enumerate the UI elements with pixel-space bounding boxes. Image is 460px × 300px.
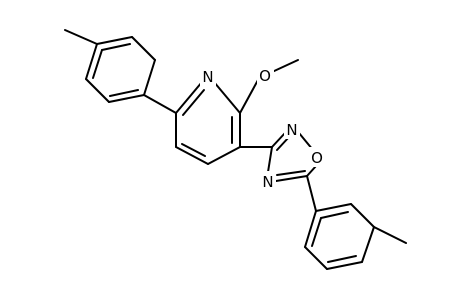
bond-tolyl-d3 (92, 49, 103, 79)
bond-tolyl-5 (85, 78, 110, 103)
bond-oxadiazole-1d (276, 136, 290, 151)
bond-oxadiazole-5 (267, 146, 273, 173)
bond-aryl-4 (326, 261, 363, 270)
atom-label-oxadiazole-n2: N (284, 119, 300, 139)
atom-oxadiazole-o1: O (311, 149, 323, 167)
bond-oxadiazole-3 (306, 165, 317, 177)
bond-pyridine-5 (175, 146, 209, 165)
bond-aryl-d3 (311, 217, 322, 247)
bond-tolyl-methyl (64, 29, 98, 45)
bond-oxadiazole-4 (275, 175, 308, 182)
bond-aryl-3 (361, 226, 375, 263)
bond-aryl-1 (315, 203, 352, 212)
bond-oxadiazole-aryl (306, 175, 317, 212)
bond-pyridine-1 (175, 81, 203, 114)
atom-label-oxadiazole-n4: N (260, 171, 276, 191)
bond-aryl-5 (304, 246, 328, 270)
atom-oxadiazole-n2: N (286, 121, 297, 139)
atom-label-oxadiazole-o1: O (309, 147, 326, 167)
bond-pyridine-d1 (182, 89, 205, 116)
bond-aryl-6 (304, 210, 317, 248)
atom-oxadiazole-n4: N (262, 173, 273, 191)
bond-tolyl-d2 (109, 89, 139, 97)
atom-label-pyridine-n: N (200, 66, 216, 86)
bond-pyridine-d3 (181, 143, 206, 157)
bond-tolyl-6 (85, 43, 98, 80)
bond-tolyl-d1 (101, 43, 131, 51)
bond-oxadiazole-4d (276, 170, 306, 176)
bond-aryl-methyl (373, 226, 407, 244)
bond-aryl-d2 (327, 255, 357, 263)
bond-pyridine-4 (207, 146, 241, 165)
atom-label-methoxy-o: O (257, 65, 274, 85)
bond-tolyl-pyridine (143, 94, 177, 114)
bond-tolyl-1 (96, 36, 133, 45)
bond-pyridine-2 (213, 81, 241, 114)
bond-aryl-d1 (320, 211, 349, 219)
bond-tolyl-2 (131, 36, 156, 61)
atom-pyridine-n: N (202, 68, 213, 86)
bond-oxadiazole-1 (271, 132, 286, 148)
bond-aryl-2 (350, 203, 375, 228)
atom-methoxy-o: O (259, 67, 271, 85)
bond-layer (64, 29, 407, 270)
bond-tolyl-4 (108, 94, 145, 103)
bond-methoxy-o (239, 79, 259, 114)
bond-methoxy-c (271, 59, 299, 73)
bond-tolyl-3 (143, 59, 156, 96)
